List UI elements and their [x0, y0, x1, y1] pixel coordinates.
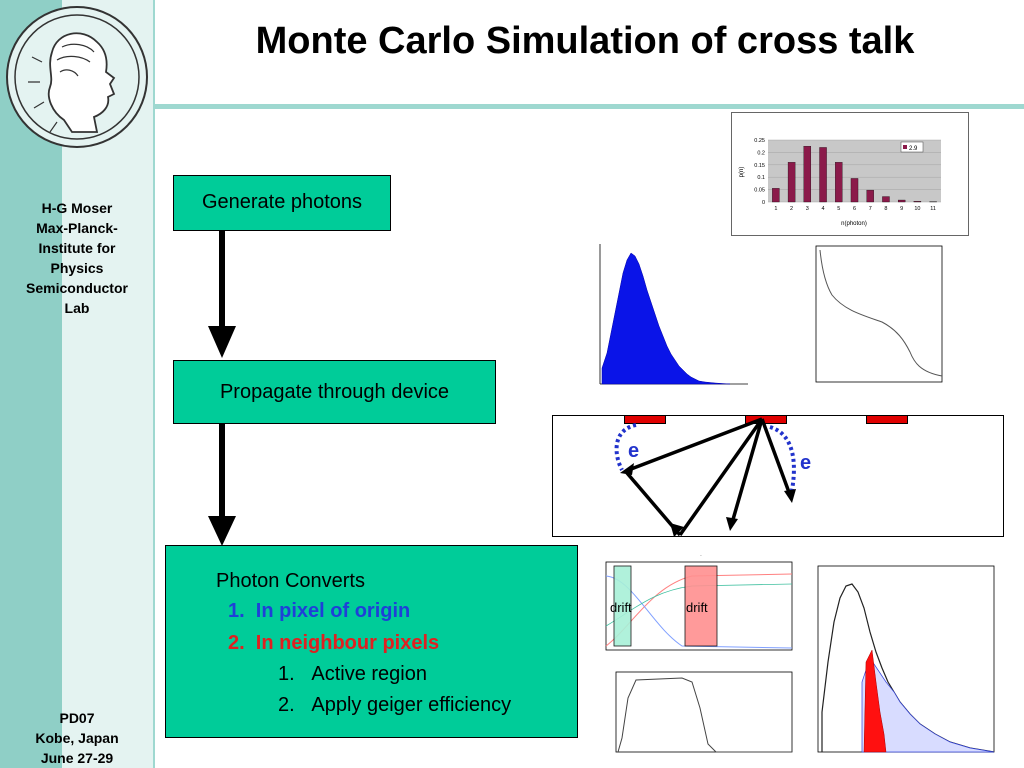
x-tick-label: 6	[853, 206, 856, 212]
footer-block: PD07 Kobe, Japan June 27-29	[0, 708, 154, 768]
footer-line: Kobe, Japan	[35, 730, 119, 746]
energy-histogram-chart	[580, 238, 760, 402]
drift-label-right: drift	[686, 600, 708, 615]
step-heading: Photon Converts	[216, 570, 365, 592]
arrow-head	[208, 326, 236, 358]
list-item: 2. In neighbour pixels	[228, 632, 440, 654]
y-axis-label: p(n)	[739, 167, 745, 178]
bar-8	[882, 196, 890, 203]
author-line: Max-Planck-	[36, 220, 118, 236]
pixel-pad	[624, 415, 666, 424]
absorption-curve	[819, 249, 943, 377]
electron-drift-left	[614, 423, 637, 471]
footer-line: PD07	[59, 710, 95, 726]
author-line: Institute for	[38, 240, 116, 256]
list-subitem-text: Active region	[311, 663, 427, 685]
author-block: H-G Moser Max-Planck- Institute for Phys…	[0, 198, 154, 318]
geiger-efficiency-chart: drift drift	[592, 556, 802, 666]
author-line: Physics	[50, 260, 104, 276]
x-tick-label: 7	[869, 206, 872, 212]
x-tick-label: 4	[822, 206, 825, 212]
spectrum-histogram-chart	[800, 562, 1000, 768]
x-tick-label: 5	[837, 206, 840, 212]
author-line: Lab	[64, 300, 90, 316]
x-tick-label: 8	[884, 206, 887, 212]
flow-arrows	[208, 230, 236, 546]
author-line: H-G Moser	[41, 200, 113, 216]
histogram-area	[601, 252, 731, 385]
y-tick-label: 0	[762, 200, 765, 206]
bar-4	[819, 147, 827, 203]
depth-distribution-chart	[592, 668, 802, 764]
x-tick-label: 2	[790, 206, 793, 212]
pixel-pad	[866, 415, 908, 424]
drift-label-left: drift	[610, 600, 632, 615]
electron-label-right: e	[800, 452, 811, 474]
absorption-length-chart	[792, 240, 952, 400]
list-subitem-text: Apply geiger efficiency	[311, 694, 512, 716]
arrow-head	[208, 516, 236, 546]
minerva-logo-icon	[6, 6, 148, 148]
bar-6	[850, 178, 859, 203]
step-label: Propagate through device	[219, 381, 450, 403]
author-line: Semiconductor	[26, 280, 128, 296]
propagate-box: Propagate through device	[173, 360, 496, 424]
legend-label: 2.9	[909, 146, 918, 152]
footer-line: June 27-29	[40, 750, 114, 766]
x-tick-label: 1	[774, 206, 777, 212]
electron-drift-right	[769, 425, 796, 501]
generate-photons-box: Generate photons	[173, 175, 391, 231]
photon-paths-diagram: e e	[614, 417, 811, 575]
list-subitem: 1. Active region	[278, 663, 427, 685]
bar-3	[803, 146, 812, 203]
title-underline	[154, 104, 1024, 109]
y-tick-label: 0.15	[754, 163, 765, 169]
x-axis-label: n(photon)	[841, 221, 867, 227]
photon-converts-box: Photon Converts 1. In pixel of origin 2.…	[165, 545, 578, 738]
x-tick-label: 10	[914, 206, 920, 212]
list-item: 1. In pixel of origin	[228, 600, 411, 622]
electron-label-left: e	[628, 440, 639, 462]
legend	[900, 141, 924, 153]
bar-5	[835, 162, 843, 203]
y-tick-label: 0.05	[754, 188, 765, 194]
y-tick-label: 0.1	[757, 175, 765, 181]
y-tick-label: 0.2	[757, 150, 765, 156]
page-title: Monte Carlo Simulation of cross talk	[255, 20, 915, 62]
sidebar-divider	[153, 0, 155, 768]
x-tick-label: 9	[900, 206, 903, 212]
legend-swatch	[903, 145, 907, 149]
photon-count-bar-chart: 0 0.05 0.1 0.15 0.2 0.25 1 2 3 4 5 6 7 8 9 10 11 p(n) n…	[731, 112, 969, 236]
y-tick-label: 0.25	[754, 138, 765, 144]
bar-2	[787, 162, 796, 203]
bar-1	[772, 188, 780, 203]
step-label: Generate photons	[201, 191, 363, 213]
bar-9	[897, 199, 906, 203]
list-item-text: In pixel of origin	[255, 600, 411, 622]
list-subitem: 2. Apply geiger efficiency	[278, 694, 512, 716]
list-item-text: In neighbour pixels	[255, 632, 440, 654]
bar-7	[866, 189, 874, 203]
drift-region-right	[684, 565, 718, 647]
x-tick-label: 3	[806, 206, 809, 212]
x-tick-label: 11	[930, 206, 936, 212]
drift-region-left	[613, 565, 632, 647]
bar-10	[913, 201, 922, 203]
pixel-pad	[745, 415, 787, 424]
